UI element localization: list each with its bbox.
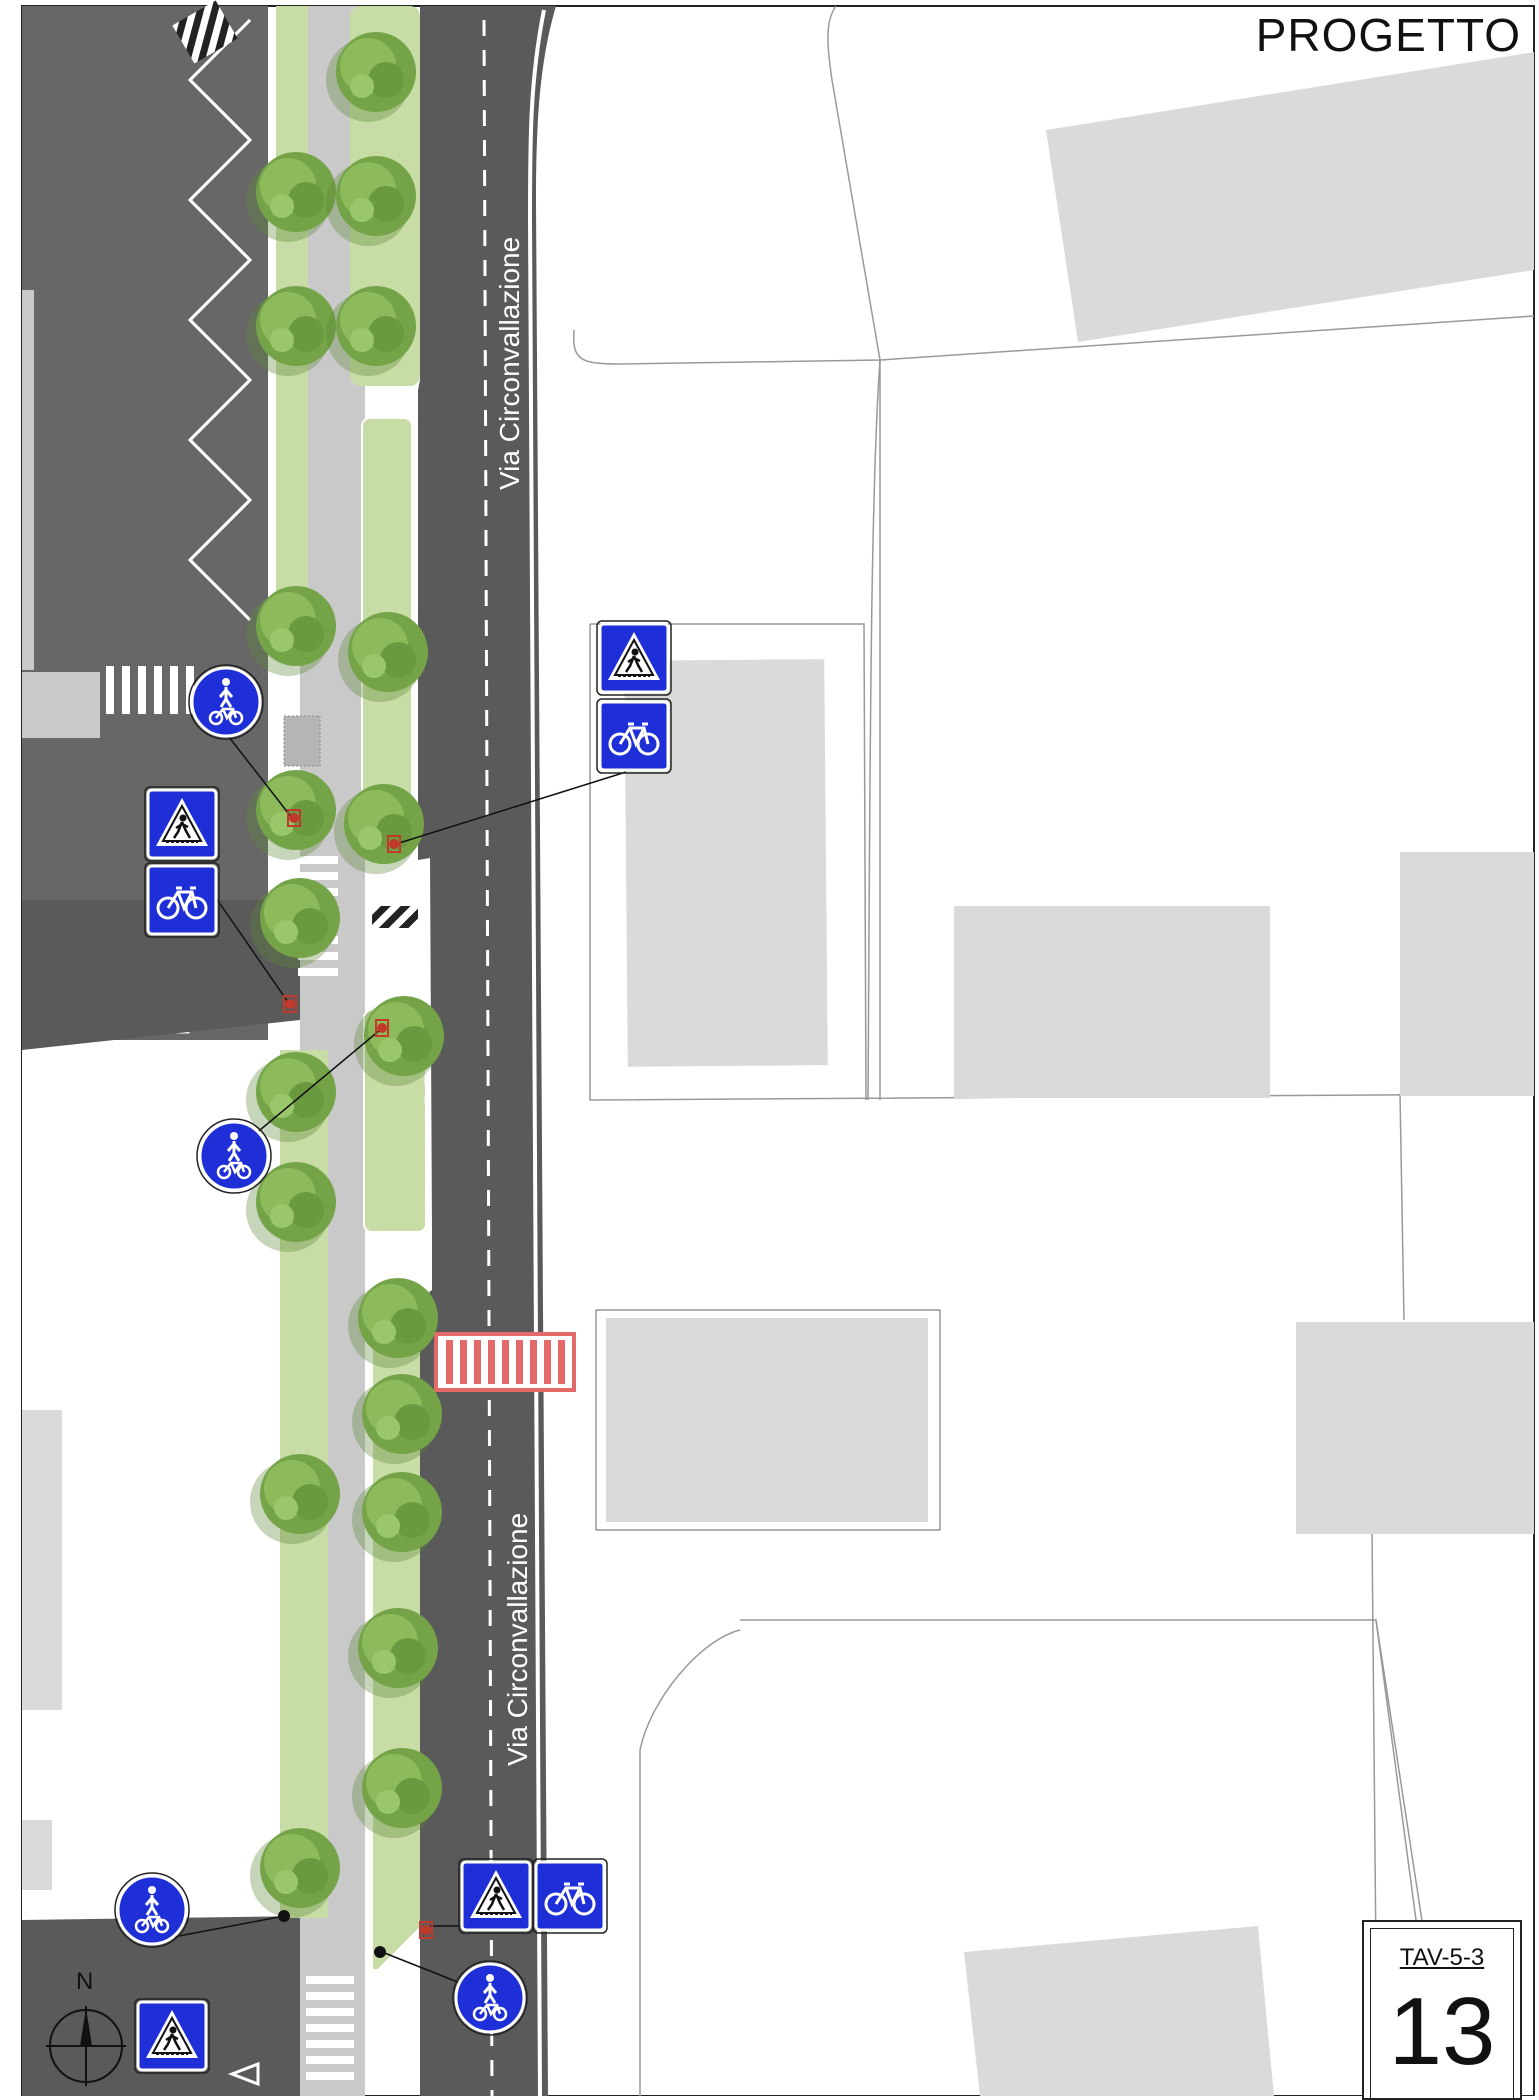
zebra-crossing-south — [306, 1976, 354, 2080]
building-east-3 — [954, 906, 1270, 1098]
parking-area-north — [22, 6, 268, 1040]
hatched-corner — [172, 0, 238, 64]
hatched-island — [372, 906, 418, 928]
building-west-2 — [22, 1410, 62, 1710]
sheet-title-block: TAV-5-3 13 — [1362, 1920, 1522, 2100]
yield-markings — [227, 2061, 260, 2087]
building-west-3 — [22, 1820, 52, 1890]
building-east-4 — [1400, 852, 1534, 1096]
lot-west-lower — [22, 1040, 268, 1920]
sheet-number: 13 — [1388, 1978, 1496, 2085]
pedestrian-crossing-sign — [143, 785, 221, 863]
tactile-paving — [283, 715, 321, 767]
side-road-west — [22, 900, 300, 1050]
north-label: N — [76, 1968, 94, 1995]
cycle-crossing-sign — [531, 1857, 609, 1935]
shared-path-sign — [451, 1959, 529, 2037]
building-west-1 — [22, 672, 100, 738]
bollards — [278, 809, 433, 1958]
street-label-south: Via Circonvallazione — [502, 1512, 533, 1766]
cycle-crossing-sign — [143, 861, 221, 939]
cycle-crossing-sign — [595, 697, 673, 775]
street-label-north: Via Circonvallazione — [494, 236, 525, 490]
pedestrian-crossing-sign — [133, 1997, 211, 2075]
shared-path-sign — [187, 663, 265, 741]
building-east-7 — [964, 1926, 1274, 2096]
shared-path-sign — [195, 1117, 273, 1195]
road-edge-west-dashed — [422, 859, 430, 1301]
pedestrian-crossing-sign — [595, 619, 673, 697]
drawing-title: PROGETTO — [1255, 9, 1521, 61]
building-east-1 — [1046, 52, 1534, 342]
raised-crossing-red — [434, 1332, 576, 1392]
building-east-6 — [1296, 1322, 1534, 1534]
north-arrow-icon — [46, 2006, 126, 2086]
building-east-2 — [624, 659, 828, 1067]
road-edge-east — [527, 9, 546, 2096]
parking-edge — [22, 290, 34, 670]
building-east-5 — [606, 1318, 928, 1522]
shared-path-sign — [113, 1871, 191, 1949]
zebra-crossing-north — [106, 666, 194, 714]
parking-stalls-diagonal — [187, 18, 253, 622]
sheet-title-inner — [1370, 1928, 1514, 2098]
sheet-code: TAV-5-3 — [1399, 1944, 1485, 1971]
pedestrian-crossing-sign — [457, 1857, 535, 1935]
